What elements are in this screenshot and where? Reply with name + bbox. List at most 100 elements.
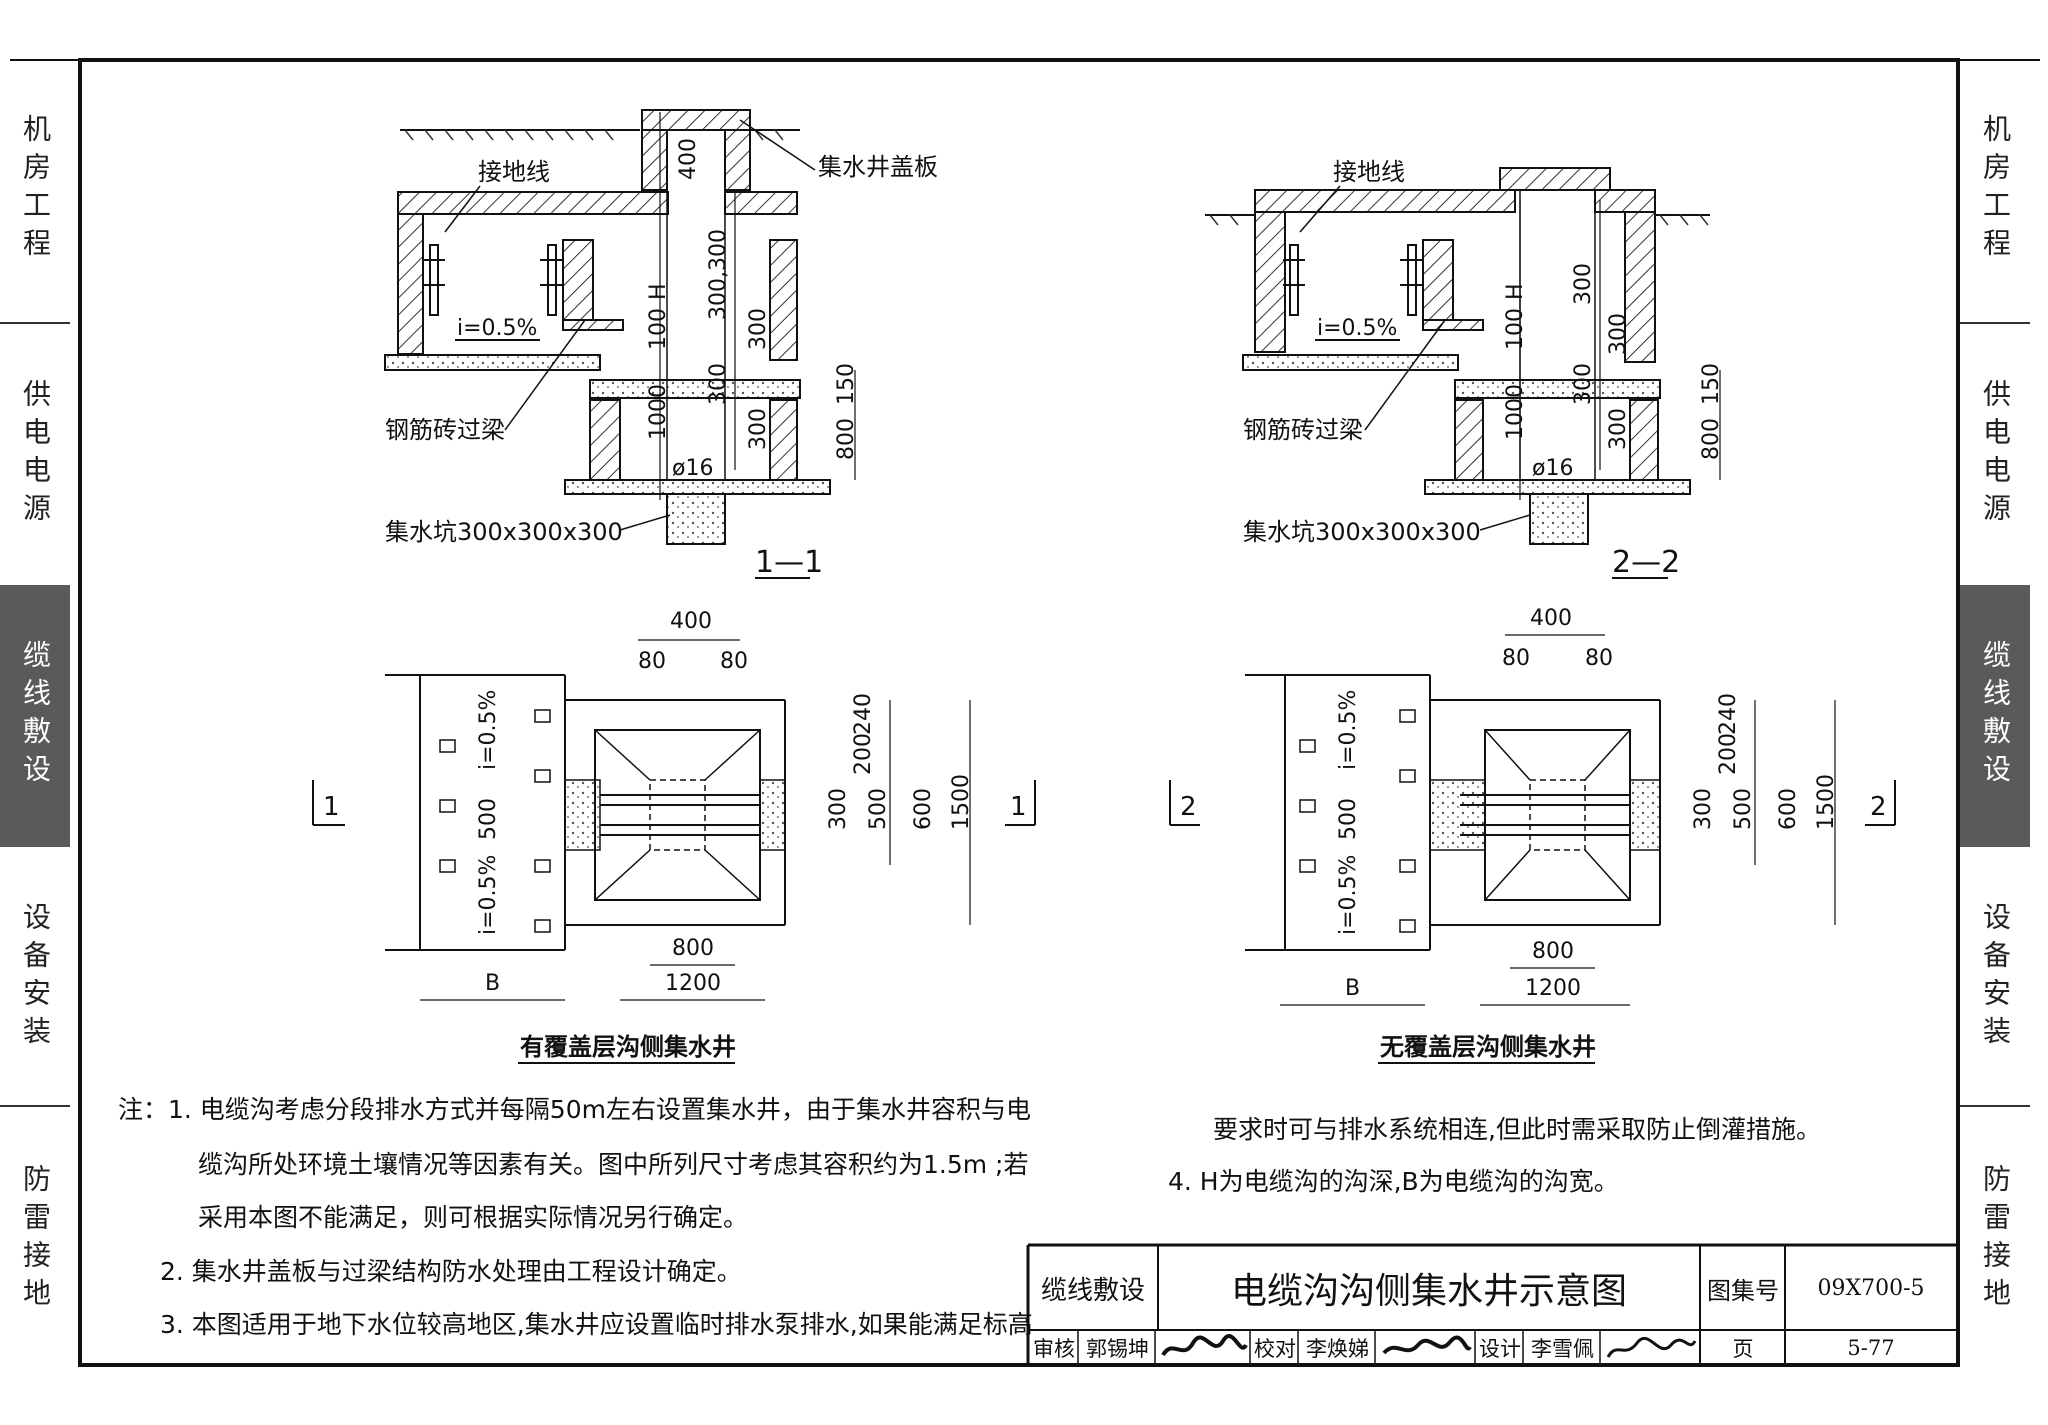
section-1-1: i=0.5% 接地线 集水井盖板 钢筋砖过梁 集水坑300x300x300 <box>384 109 938 580</box>
svg-text:300: 300 <box>826 788 851 830</box>
svg-text:100: 100 <box>1503 308 1528 350</box>
svg-text:800: 800 <box>672 936 714 961</box>
svg-text:2: 2 <box>1870 792 1887 822</box>
svg-text:i=0.5%: i=0.5% <box>1336 690 1361 770</box>
svg-text:400: 400 <box>670 609 712 634</box>
svg-text:1: 1 <box>323 792 340 822</box>
side-tab-left-1[interactable]: 机房工程 <box>19 114 52 266</box>
svg-text:300: 300 <box>1571 263 1596 305</box>
side-tab-right-2[interactable]: 供电电源 <box>1979 379 2012 531</box>
svg-text:有覆盖层沟侧集水井: 有覆盖层沟侧集水井 <box>520 1033 736 1061</box>
tb-review-label: 审核 <box>1033 1337 1075 1361</box>
svg-text:400: 400 <box>676 138 701 180</box>
svg-text:集水坑300x300x300: 集水坑300x300x300 <box>385 518 623 546</box>
note-1-line-3: 采用本图不能满足，则可根据实际情况另行确定。 <box>198 1203 749 1232</box>
tb-atlas-no: 09X700-5 <box>1817 1275 1925 1301</box>
tb-designer: 李雪佩 <box>1531 1337 1594 1361</box>
tb-atlas-label: 图集号 <box>1707 1276 1779 1305</box>
svg-text:钢筋砖过梁: 钢筋砖过梁 <box>1243 416 1363 444</box>
svg-text:1500: 1500 <box>949 774 974 830</box>
side-tab-left-2[interactable]: 供电电源 <box>19 379 52 531</box>
svg-text:接地线: 接地线 <box>1333 158 1405 186</box>
tb-title: 电缆沟沟侧集水井示意图 <box>1230 1271 1627 1312</box>
svg-text:集水井盖板: 集水井盖板 <box>818 153 938 181</box>
svg-text:300: 300 <box>746 408 771 450</box>
tb-checker: 李焕娣 <box>1306 1337 1369 1361</box>
svg-text:80: 80 <box>720 649 748 674</box>
section-2-2: i=0.5% 接地线 钢筋砖过梁 集水坑300x300x300 H 100 10… <box>1205 158 1724 580</box>
svg-text:800: 800 <box>834 418 859 460</box>
tb-page-label: 页 <box>1732 1337 1754 1361</box>
svg-text:1200: 1200 <box>665 971 721 996</box>
side-tab-right-1[interactable]: 机房工程 <box>1979 114 2012 266</box>
tb-design-label: 设计 <box>1479 1337 1521 1361</box>
tb-check-label: 校对 <box>1254 1337 1296 1361</box>
svg-text:B: B <box>1345 976 1360 1001</box>
side-tab-left-3[interactable]: 缆线敷设 <box>0 585 70 847</box>
tab-divider <box>0 322 70 324</box>
note-2: 2. 集水井盖板与过梁结构防水处理由工程设计确定。 <box>160 1257 742 1286</box>
svg-text:钢筋砖过梁: 钢筋砖过梁 <box>385 416 505 444</box>
svg-text:ø16: ø16 <box>1532 456 1573 481</box>
svg-text:150: 150 <box>834 363 859 405</box>
svg-text:500: 500 <box>1336 798 1361 840</box>
svg-text:i=0.5%: i=0.5% <box>457 316 537 341</box>
svg-text:80: 80 <box>638 649 666 674</box>
svg-text:800: 800 <box>1532 939 1574 964</box>
svg-text:1500: 1500 <box>1814 774 1839 830</box>
side-tab-left-4[interactable]: 设备安装 <box>19 901 52 1054</box>
svg-text:B: B <box>485 971 500 996</box>
svg-text:300,300: 300,300 <box>706 229 731 320</box>
svg-text:200: 200 <box>851 733 876 775</box>
svg-text:500: 500 <box>866 788 891 830</box>
note-1-line-1: 注：1. 电缆沟考虑分段排水方式并每隔50m左右设置集水井，由于集水井容积与电 <box>118 1095 1031 1124</box>
svg-text:600: 600 <box>1776 788 1801 830</box>
svg-text:80: 80 <box>1502 646 1530 671</box>
designer-signature <box>1606 1336 1697 1358</box>
side-tab-right-3[interactable]: 缆线敷设 <box>1960 585 2030 847</box>
svg-text:200: 200 <box>1716 733 1741 775</box>
checker-signature <box>1382 1335 1472 1355</box>
svg-text:300: 300 <box>1691 788 1716 830</box>
svg-text:无覆盖层沟侧集水井: 无覆盖层沟侧集水井 <box>1380 1033 1596 1061</box>
side-tab-right-5[interactable]: 防雷接地 <box>1979 1164 2012 1316</box>
side-tab-left-5[interactable]: 防雷接地 <box>19 1164 52 1316</box>
note-3-continued: 要求时可与排水系统相连,但此时需采取防止倒灌措施。 <box>1213 1115 1821 1144</box>
svg-text:ø16: ø16 <box>672 456 713 481</box>
svg-text:600: 600 <box>911 788 936 830</box>
svg-text:300: 300 <box>1571 363 1596 405</box>
svg-text:80: 80 <box>1585 646 1613 671</box>
svg-text:500: 500 <box>476 798 501 840</box>
tab-divider <box>1960 1105 2030 1107</box>
plan-2: i=0.5% i=0.5% 500 400 80 80 240 200 300 … <box>1169 606 1896 1064</box>
svg-text:集水坑300x300x300: 集水坑300x300x300 <box>1243 518 1481 546</box>
svg-text:300: 300 <box>746 308 771 350</box>
svg-text:1000: 1000 <box>646 384 671 440</box>
tb-page-no: 5-77 <box>1847 1336 1895 1360</box>
svg-text:800: 800 <box>1699 418 1724 460</box>
side-tab-right-4[interactable]: 设备安装 <box>1979 901 2012 1054</box>
svg-text:150: 150 <box>1699 363 1724 405</box>
svg-text:H: H <box>1503 283 1528 300</box>
tab-divider <box>1960 322 2030 324</box>
reviewer-signature <box>1161 1334 1248 1357</box>
svg-text:240: 240 <box>851 693 876 735</box>
svg-text:1: 1 <box>1010 792 1027 822</box>
svg-text:1—1: 1—1 <box>755 545 823 580</box>
svg-text:240: 240 <box>1716 693 1741 735</box>
plan-1: i=0.5% i=0.5% 500 400 80 80 240 200 300 … <box>312 609 1036 1064</box>
svg-text:1200: 1200 <box>1525 976 1581 1001</box>
svg-text:i=0.5%: i=0.5% <box>1336 855 1361 935</box>
svg-text:100: 100 <box>646 308 671 350</box>
svg-text:300: 300 <box>1606 408 1631 450</box>
svg-text:i=0.5%: i=0.5% <box>476 690 501 770</box>
svg-text:接地线: 接地线 <box>478 158 550 186</box>
tb-reviewer: 郭锡坤 <box>1086 1337 1149 1361</box>
svg-text:i=0.5%: i=0.5% <box>476 855 501 935</box>
tab-divider <box>0 1105 70 1107</box>
svg-text:i=0.5%: i=0.5% <box>1317 316 1397 341</box>
svg-text:1000: 1000 <box>1503 384 1528 440</box>
note-3: 3. 本图适用于地下水位较高地区,集水井应设置临时排水泵排水,如果能满足标高 <box>160 1310 1033 1339</box>
